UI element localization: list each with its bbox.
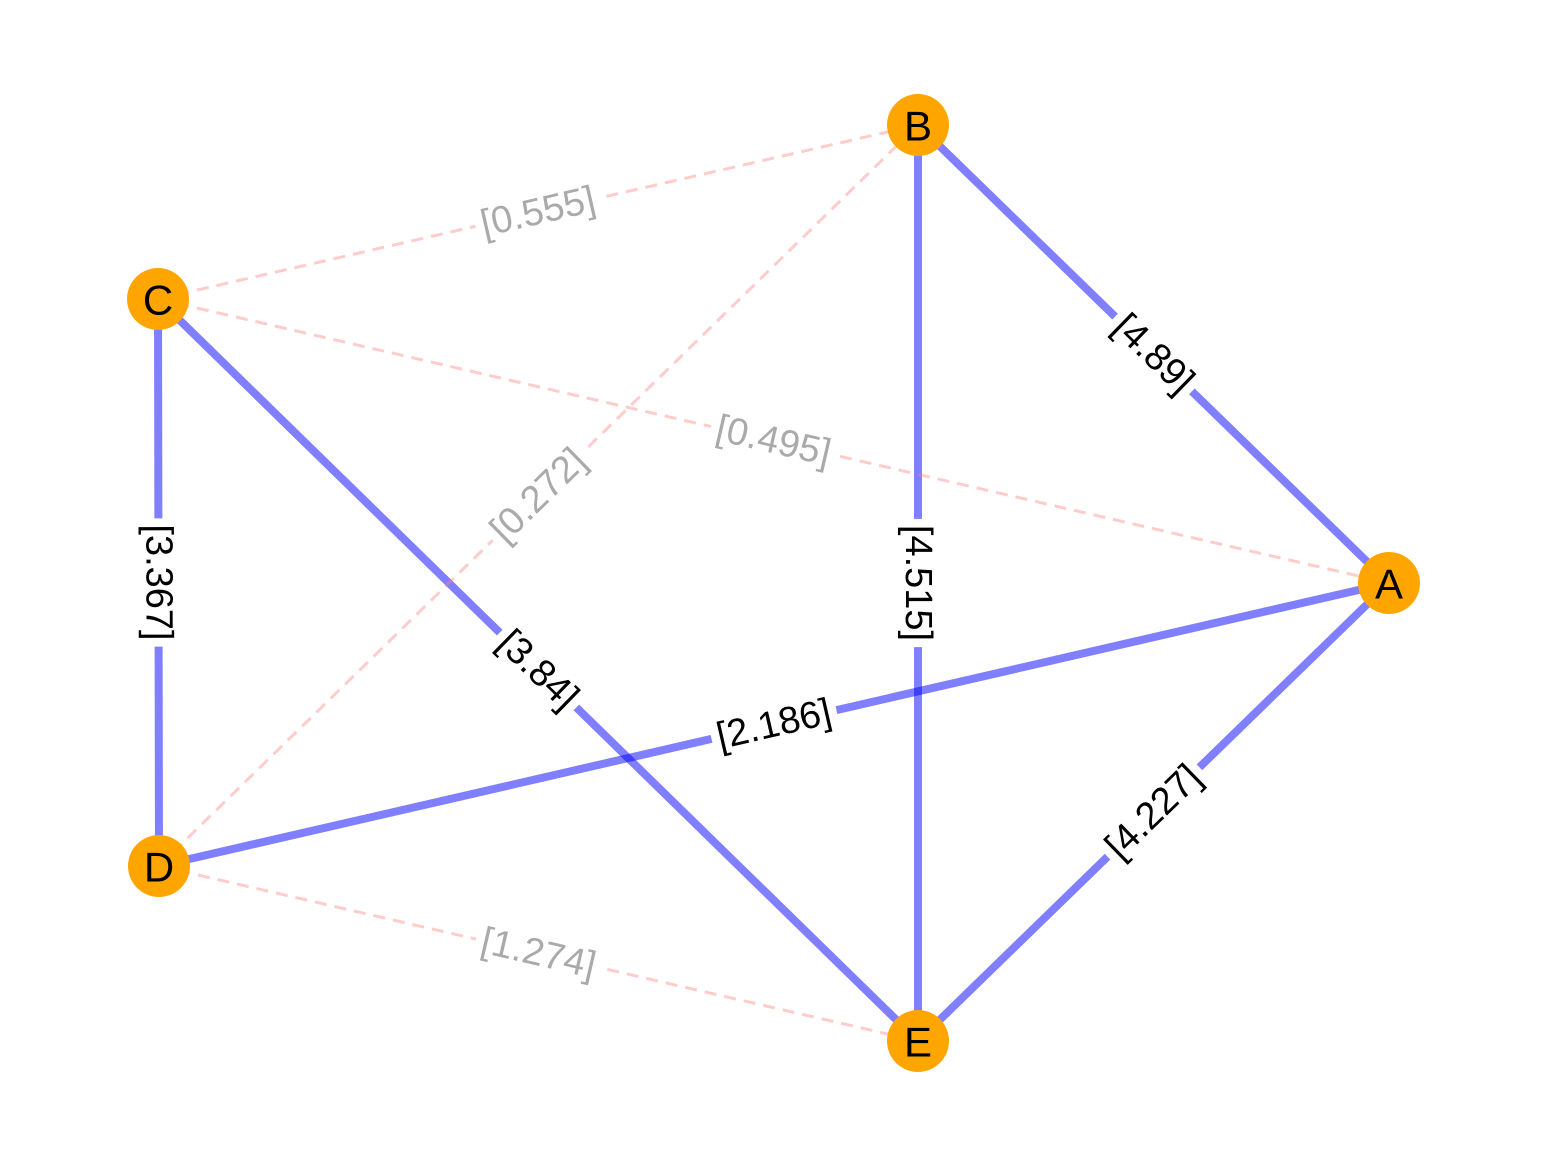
edge-label-background <box>895 518 941 648</box>
node-label: B <box>904 103 932 150</box>
node-label: D <box>144 844 174 891</box>
edge-label-D-A: [2.186] <box>706 687 842 762</box>
edge-label-C-D: [3.367] <box>135 518 182 647</box>
node-circle <box>887 1010 949 1072</box>
edge-label-background <box>476 434 601 557</box>
edge-label-background <box>483 616 593 724</box>
edge-label-background <box>135 518 182 647</box>
edge-label-C-A: [0.495] <box>705 404 842 478</box>
node-label: C <box>143 277 173 324</box>
node-circle <box>1358 552 1420 614</box>
edge-label-background <box>705 404 842 478</box>
edge-label-background <box>1099 300 1208 408</box>
node-label: E <box>904 1019 932 1066</box>
edge-label-background <box>706 687 842 762</box>
node-label: A <box>1375 561 1403 608</box>
node-E: E <box>887 1010 949 1072</box>
edge-label-background <box>470 175 606 249</box>
node-A: A <box>1358 552 1420 614</box>
edge-label-C-B: [0.555] <box>470 175 606 249</box>
edge-label-background <box>1091 750 1216 874</box>
edge-label-D-E: [1.274] <box>470 916 607 991</box>
node-layer: A B C D E <box>127 94 1420 1072</box>
edge-label-text: [4.227] <box>1097 756 1210 867</box>
node-circle <box>887 94 949 156</box>
edge-label-layer: [4.89][4.515][4.227][3.84][3.367][2.186]… <box>135 175 1216 991</box>
edge-layer <box>154 122 1392 1044</box>
edge-label-E-A: [4.227] <box>1091 750 1216 874</box>
edge-label-text: [0.272] <box>482 440 594 551</box>
edge-label-background <box>470 916 607 991</box>
node-B: B <box>887 94 949 156</box>
edge-label-text: [3.367] <box>137 524 179 640</box>
node-C: C <box>127 268 189 330</box>
edge-label-B-E: [4.515] <box>895 518 941 648</box>
edge-label-D-B: [0.272] <box>476 434 601 557</box>
edge-label-text: [4.515] <box>897 525 939 641</box>
node-D: D <box>128 835 190 897</box>
node-circle <box>127 268 189 330</box>
node-circle <box>128 835 190 897</box>
